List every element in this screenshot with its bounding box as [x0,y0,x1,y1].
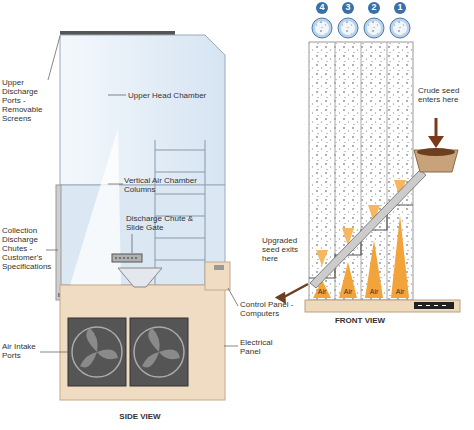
air-cone [339,262,357,298]
seed-sample [315,21,329,35]
part-label: Crude seed enters here [418,86,472,104]
column-number-circle: 4 [310,2,334,40]
fan-ring [72,327,122,377]
top-bar [60,31,175,35]
leader-line [108,95,126,96]
control-panel [205,262,230,290]
callout-number: 4 [310,2,334,12]
column-number-circle: 3 [336,2,360,40]
callout-number: 3 [336,2,360,12]
column-number-circle: 2 [362,2,386,40]
base-cabinet [60,285,225,400]
seed-sample [393,21,407,35]
part-label: Control Panel - Computers [240,300,298,318]
part-label: Collection Discharge Chutes - Customer's… [2,226,58,271]
panel-switch [214,265,224,270]
leader-line [40,352,70,353]
slide-gate [112,254,142,262]
slide-gate-slots [115,258,139,259]
part-label: Air [390,287,410,296]
exit-arrow [284,284,308,297]
column-rungs [155,150,205,260]
control-buttons [418,305,446,306]
part-label: Discharge Chute & Slide Gate [126,214,198,232]
air-intake-port [130,318,188,386]
leader-line [46,250,58,251]
leader-line [132,234,133,253]
part-label: Air [312,287,332,296]
leader-line [224,346,238,347]
fan-ring [134,327,184,377]
part-label: Vertical Air Chamber Columns [124,176,224,194]
fan-blades [142,328,180,367]
front-base [305,300,460,312]
feed-arrow [435,118,438,138]
part-label: Air Intake Ports [2,342,46,360]
part-label: Upper Discharge Ports - Removable Screen… [2,78,54,123]
chute-strip [56,185,61,300]
leader-line [228,288,238,306]
column-top-circle [338,18,358,38]
part-label: Air [364,287,384,296]
conveyor [310,170,426,288]
view-title: SIDE VIEW [95,412,185,421]
leader-line [48,36,60,80]
column-dividers [335,42,387,300]
seed-stream [316,250,328,266]
discharge-chute [118,268,162,287]
column-number-circle: 1 [388,2,412,40]
part-label: Upper Head Chamber [128,91,223,100]
seed-sample [341,21,355,35]
view-title: FRONT VIEW [320,316,400,325]
air-cone [365,240,383,298]
column-top-circle [390,18,410,38]
upper-head-chamber [60,35,225,185]
leader-line [108,184,123,185]
part-label: Electrical Panel [240,338,292,356]
crude-seed [417,148,455,156]
fan-blades [80,328,118,367]
seed-sample [367,21,381,35]
part-label: Air [338,287,358,296]
air-cone [391,215,409,298]
column-rail [155,140,156,285]
feed-arrowhead [428,136,444,148]
column-top-circle [364,18,384,38]
callout-number: 1 [388,2,412,12]
air-columns [309,42,413,300]
part-label: Upgraded seed exits here [262,236,308,263]
column-top-circle [312,18,332,38]
control-strip [414,302,454,309]
callout-number: 2 [362,2,386,12]
air-intake-port [68,318,126,386]
